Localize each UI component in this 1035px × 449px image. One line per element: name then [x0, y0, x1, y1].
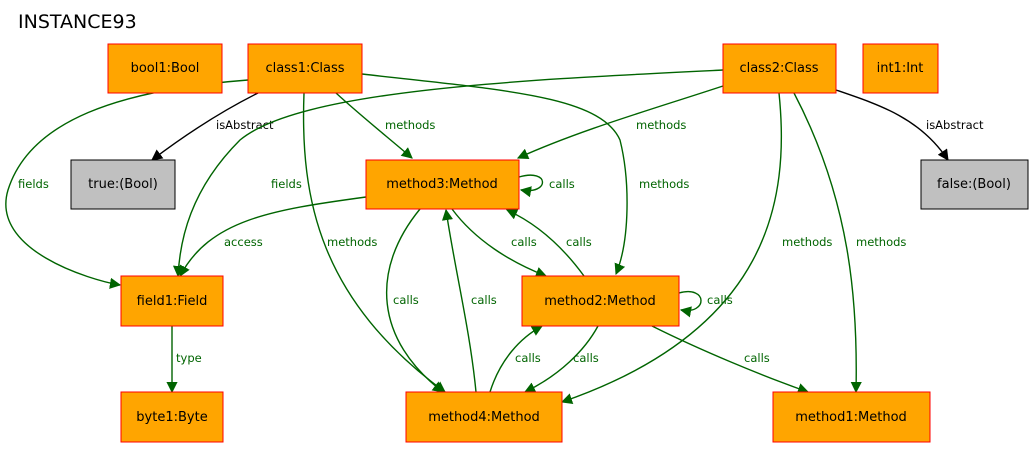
- edge-method2-calls-method1: [651, 325, 810, 394]
- node-int1-label: int1:Int: [877, 61, 924, 76]
- edge-class1-methods-method2: [361, 73, 628, 276]
- node-method2: method2:Method: [521, 275, 680, 327]
- node-method3: method3:Method: [365, 159, 520, 210]
- edge-class2-methods-method3: [516, 85, 724, 159]
- edge-label-method2-self: calls: [707, 293, 733, 307]
- node-byte1-label: byte1:Byte: [136, 410, 207, 425]
- node-method1-label: method1:Method: [795, 410, 907, 425]
- edge-class2-isabstract: [835, 89, 949, 161]
- node-method2-label: method2:Method: [544, 294, 656, 309]
- node-method1: method1:Method: [772, 391, 931, 443]
- edge-label-method3-calls-method4: calls: [393, 293, 419, 307]
- edge-label-class2-methods-method3: methods: [636, 118, 686, 132]
- node-false-label: false:(Bool): [937, 177, 1011, 192]
- edge-method2-calls-method4: [523, 325, 599, 393]
- node-class1: class1:Class: [247, 43, 363, 94]
- edge-label-method3-calls-method2: calls: [511, 235, 537, 249]
- edge-method3-self-calls: [518, 174, 544, 198]
- node-true-label: true:(Bool): [88, 177, 158, 192]
- edge-label-class1-methods-method3: methods: [385, 118, 435, 132]
- node-byte1: byte1:Byte: [120, 391, 224, 443]
- edge-class2-methods-method1: [793, 92, 862, 394]
- edge-method2-calls-method3: [505, 209, 585, 277]
- edge-label-class1-methods-method4: methods: [327, 235, 377, 249]
- edge-class1-methods-method4: [302, 92, 446, 393]
- node-false-value: false:(Bool): [920, 159, 1029, 210]
- edge-label-class2-methods-method4: methods: [782, 235, 832, 249]
- node-method4-label: method4:Method: [428, 410, 540, 425]
- edge-label-class1-methods-method2: methods: [639, 177, 689, 191]
- edge-label-method4-calls-method3: calls: [471, 293, 497, 307]
- nodes: bool1:Bool class1:Class class2:Class int…: [70, 43, 1029, 443]
- edge-class1-fields: [5, 79, 249, 289]
- edge-label-method2-calls-method4: calls: [573, 351, 599, 365]
- edge-label-class2-fields: fields: [271, 177, 302, 191]
- edges: isAbstract isAbstract fields fields meth…: [5, 69, 984, 404]
- node-field1-label: field1:Field: [137, 294, 208, 309]
- edge-class2-methods-method4: [560, 92, 783, 404]
- edge-method3-access-field1: [179, 196, 367, 277]
- diagram-title: INSTANCE93: [18, 11, 137, 33]
- node-field1: field1:Field: [120, 275, 224, 327]
- edge-method2-self-calls: [678, 290, 702, 318]
- node-class2-label: class2:Class: [739, 61, 818, 76]
- edge-label-method3-self: calls: [549, 177, 575, 191]
- edge-label-method2-calls-method3: calls: [566, 235, 592, 249]
- edge-label-method3-access: access: [224, 235, 263, 249]
- node-int1: int1:Int: [862, 43, 939, 94]
- edge-label-method4-calls-method2: calls: [515, 351, 541, 365]
- edge-class1-isabstract: [151, 92, 259, 161]
- edge-method3-calls-method4: [385, 208, 444, 393]
- node-method3-label: method3:Method: [386, 177, 498, 192]
- edge-label-class2-isabstract: isAbstract: [926, 118, 984, 132]
- edge-method4-calls-method2: [489, 325, 543, 393]
- edge-label-field1-type: type: [176, 351, 202, 365]
- node-true-value: true:(Bool): [70, 159, 176, 210]
- node-bool1: bool1:Bool: [107, 43, 223, 94]
- edge-class1-methods-method3: [335, 92, 413, 159]
- node-class1-label: class1:Class: [265, 61, 344, 76]
- edge-method4-calls-method3: [441, 208, 477, 393]
- edge-label-method2-calls-method1: calls: [744, 351, 770, 365]
- edge-method3-calls-method2: [451, 208, 548, 278]
- node-bool1-label: bool1:Bool: [131, 61, 200, 76]
- node-method4: method4:Method: [405, 391, 563, 443]
- node-class2: class2:Class: [722, 43, 837, 94]
- edge-class2-fields: [172, 69, 724, 278]
- edge-label-class1-fields: fields: [18, 177, 49, 191]
- edge-label-class2-methods-method1: methods: [856, 235, 906, 249]
